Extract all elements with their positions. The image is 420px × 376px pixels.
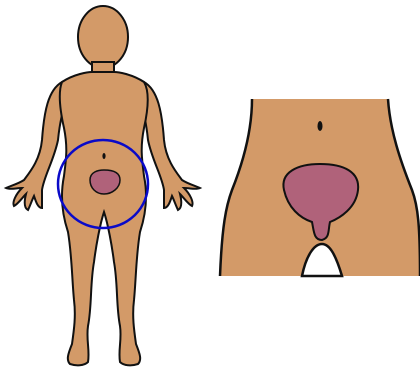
inset-navel [318,121,323,131]
head [78,6,128,68]
navel [102,153,105,159]
torso-and-legs [60,72,148,365]
zoom-inset-panel [220,99,420,276]
full-body-panel [6,6,200,365]
bladder-small [90,170,120,194]
